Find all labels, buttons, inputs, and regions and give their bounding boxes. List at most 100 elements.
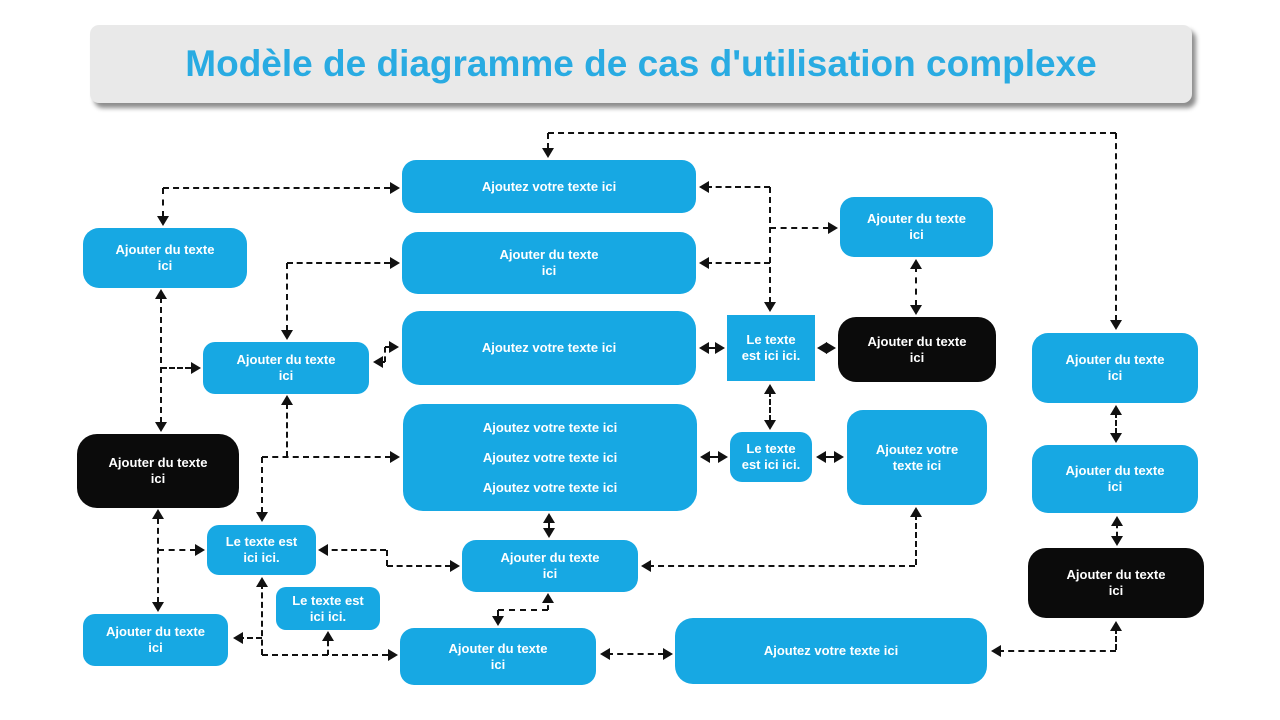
connector-line [769, 187, 771, 303]
arrowhead-up-icon [764, 384, 776, 394]
usecase-box-black-mid[interactable]: Ajouter du texte ici [838, 317, 996, 382]
arrowhead-down-icon [1110, 320, 1122, 330]
arrowhead-up-icon [152, 509, 164, 519]
usecase-box-mid-left[interactable]: Ajouter du texte ici [203, 342, 369, 394]
connector-line [548, 521, 550, 529]
usecase-box-note-left-small[interactable]: Le texte est ici ici. [276, 587, 380, 630]
arrowhead-down-icon [157, 216, 169, 226]
connector-line [707, 456, 719, 458]
usecase-box-top-center[interactable]: Ajoutez votre texte ici [402, 160, 696, 213]
arrowhead-down-icon [764, 420, 776, 430]
connector-line [286, 263, 288, 331]
arrowhead-up-icon [1110, 405, 1122, 415]
arrowhead-up-icon [256, 577, 268, 587]
connector-line [1116, 523, 1118, 537]
arrowhead-down-icon [1111, 536, 1123, 546]
arrowhead-left-icon [699, 257, 709, 269]
connector-line [157, 518, 159, 603]
connector-line [238, 637, 262, 639]
connector-line [915, 266, 917, 306]
connector-line [1115, 412, 1117, 434]
connector-line [287, 262, 390, 264]
connector-line [706, 186, 770, 188]
connector-line [497, 610, 499, 618]
connector-line [327, 641, 329, 655]
arrowhead-right-icon [715, 342, 725, 354]
usecase-box-black-left[interactable]: Ajouter du texte ici [77, 434, 239, 508]
connector-line [160, 297, 162, 423]
usecase-box-note-left[interactable]: Le texte est ici ici. [207, 525, 316, 575]
arrowhead-up-icon [910, 507, 922, 517]
usecase-box-center-big[interactable]: Ajoutez votre texte ici Ajoutez votre te… [403, 404, 697, 511]
usecase-box-center-bottom-1[interactable]: Ajouter du texte ici [462, 540, 638, 592]
connector-line [648, 565, 915, 567]
connector-line [1115, 133, 1117, 321]
arrowhead-down-icon [256, 512, 268, 522]
arrowhead-right-icon [191, 362, 201, 374]
usecase-box-center-bottom-2[interactable]: Ajouter du texte ici [400, 628, 596, 685]
connector-line [998, 650, 1116, 652]
arrowhead-down-icon [492, 616, 504, 626]
usecase-box-right-col-black[interactable]: Ajouter du texte ici [1028, 548, 1204, 618]
arrowhead-right-icon [828, 222, 838, 234]
connector-line [386, 550, 388, 566]
arrowhead-left-icon [373, 356, 383, 368]
usecase-box-left-top[interactable]: Ajouter du texte ici [83, 228, 247, 288]
arrowhead-up-icon [155, 289, 167, 299]
connector-line [262, 654, 388, 656]
arrowhead-right-icon [389, 341, 399, 353]
connector-line [261, 457, 263, 513]
arrowhead-up-icon [542, 593, 554, 603]
usecase-box-bottom-wide[interactable]: Ajoutez votre texte ici [675, 618, 987, 684]
connector-line [548, 132, 1116, 134]
connector-line [162, 188, 164, 217]
arrowhead-right-icon [834, 451, 844, 463]
connector-line [385, 346, 390, 348]
arrowhead-left-icon [700, 451, 710, 463]
connector-line [387, 565, 451, 567]
arrowhead-down-icon [152, 602, 164, 612]
arrowhead-right-icon [388, 649, 398, 661]
usecase-box-right-col-1[interactable]: Ajouter du texte ici [1032, 333, 1198, 403]
usecase-box-center-row3[interactable]: Ajoutez votre texte ici [402, 311, 696, 385]
usecase-box-square-note[interactable]: Le texte est ici ici. [727, 315, 815, 381]
arrowhead-left-icon [600, 648, 610, 660]
arrowhead-left-icon [991, 645, 1001, 657]
connector-line [915, 514, 917, 565]
arrowhead-down-icon [1110, 433, 1122, 443]
connector-line [384, 347, 386, 362]
connector-line [163, 187, 390, 189]
arrowhead-left-icon [699, 181, 709, 193]
usecase-box-right-col-2[interactable]: Ajouter du texte ici [1032, 445, 1198, 513]
connector-line [262, 456, 391, 458]
arrowhead-up-icon [281, 395, 293, 405]
arrowhead-left-icon [699, 342, 709, 354]
arrowhead-down-icon [543, 528, 555, 538]
arrowhead-up-icon [543, 513, 555, 523]
usecase-box-note-small[interactable]: Le texte est ici ici. [730, 432, 812, 482]
usecase-box-top-right[interactable]: Ajouter du texte ici [840, 197, 993, 257]
usecase-box-bottom-left[interactable]: Ajouter du texte ici [83, 614, 228, 666]
arrowhead-down-icon [764, 302, 776, 312]
arrowhead-down-icon [155, 422, 167, 432]
connector-line [769, 391, 771, 421]
usecase-box-center-row2[interactable]: Ajouter du texte ici [402, 232, 696, 294]
connector-line [158, 549, 196, 551]
arrowhead-left-icon [641, 560, 651, 572]
connector-line [161, 367, 191, 369]
connector-line [823, 456, 835, 458]
connector-line [286, 403, 288, 457]
page-title: Modèle de diagramme de cas d'utilisation… [185, 43, 1097, 84]
connector-line [322, 549, 386, 551]
connector-line [607, 653, 664, 655]
arrowhead-down-icon [542, 148, 554, 158]
connector-line [547, 133, 549, 149]
connector-line [498, 609, 548, 611]
usecase-box-right-mid[interactable]: Ajoutez votre texte ici [847, 410, 987, 505]
connector-line [706, 262, 770, 264]
arrowhead-up-icon [910, 259, 922, 269]
arrowhead-right-icon [390, 182, 400, 194]
connector-line [706, 347, 716, 349]
arrowhead-right-icon [826, 342, 836, 354]
arrowhead-up-icon [1110, 621, 1122, 631]
